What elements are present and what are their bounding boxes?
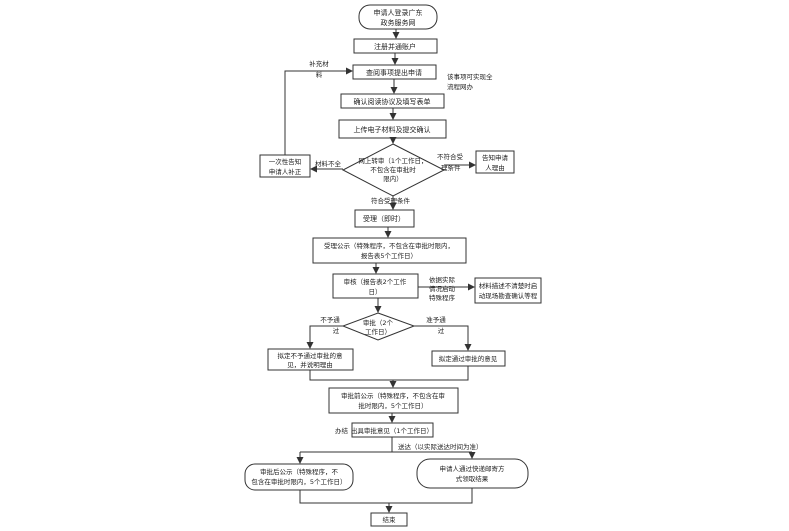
arrow-approval-reject: [306, 325, 343, 349]
online-review-line2: 不包含在审批时: [370, 165, 416, 174]
agreement-text: 确认阅读协议及填写表单: [354, 97, 431, 106]
draft-reject-line1: 拟定不予通过审批的意: [278, 351, 344, 360]
label-parallel-line2: 流程网办: [447, 82, 474, 91]
register-text: 注册并通账户: [374, 42, 416, 51]
start-node: [358, 4, 438, 30]
post-notice-box: [244, 463, 354, 491]
site-check-line1: 材料描述不清楚时启: [479, 281, 538, 290]
start-node-line2: 政务服务网: [381, 18, 416, 27]
pre-notice-line2: 批时限内，5个工作日）: [358, 401, 427, 410]
merge-mail: [389, 488, 473, 504]
merge-approve: [393, 366, 469, 381]
site-check-box: [474, 277, 542, 304]
label-parallel-line1: 该事项可实现全: [447, 72, 493, 81]
mail-line2: 式领取结果: [456, 474, 489, 483]
label-supplement-line2: 料: [316, 70, 323, 79]
pre-notice-box: [328, 387, 459, 414]
approval-line1: 审批（2个: [363, 318, 394, 327]
label-meet: 符合受理条件: [371, 196, 411, 205]
accept-text: 受理（即时）: [363, 214, 405, 223]
end-text: 结束: [383, 515, 397, 524]
label-reject-line2: 过: [333, 326, 340, 335]
label-site-basis-line3: 特殊程序: [429, 293, 456, 302]
label-not-meet-line1: 不符合受: [437, 152, 464, 161]
accept-notice-line1: 受理公示（特殊程序，不包含在审批时限内，: [324, 241, 454, 250]
label-site-basis-line2: 情况启动: [429, 284, 456, 293]
notify-reason-box: [475, 150, 515, 174]
online-review-line3: 限内）: [383, 174, 403, 183]
accept-box: [354, 209, 415, 228]
site-check-line2: 动现场勘查确认等程: [479, 291, 538, 300]
label-reject-line1: 不予通: [320, 315, 340, 324]
label-supplement-line1: 补充材: [309, 59, 329, 68]
accept-notice-line2: 报告表5个工作日）: [361, 251, 417, 260]
accept-notice-box: [312, 237, 467, 264]
approval-line2: 工作日）: [365, 327, 391, 336]
audit-line2: 日）: [369, 288, 382, 296]
post-notice-line1: 审批后公示（特殊程序，不: [260, 467, 339, 476]
audit-line1: 审核（报告表2个工作: [344, 277, 407, 286]
notify-supplement-line1: 一次性告知: [269, 157, 302, 166]
label-incomplete: 材料不全: [315, 159, 342, 168]
label-approve-line2: 过: [438, 326, 445, 335]
label-approve-line1: 准予通: [426, 315, 446, 324]
upload-text: 上传电子材料及提交确认: [354, 125, 431, 134]
label-not-meet-line2: 理条件: [441, 163, 461, 172]
mail-box: [416, 458, 529, 489]
consult-text: 查阅事项提出申请: [366, 68, 422, 77]
label-handle: 办结: [335, 426, 349, 435]
draft-approve-text: 拟定通过审批的意见: [439, 354, 498, 363]
label-site-basis-line1: 依据实际: [429, 275, 456, 284]
online-review-line1: 网上转审（1个工作日，: [358, 156, 427, 165]
notify-reason-line2: 人理由: [485, 163, 505, 172]
notify-reason-line1: 告知申请: [482, 153, 509, 162]
mail-line1: 申请人通过快递邮寄方: [440, 464, 506, 473]
post-notice-line2: 包含在审批时限内，5个工作日）: [251, 477, 346, 486]
merge-reject: [309, 370, 393, 381]
audit-box: [332, 273, 419, 299]
approval-decision: [341, 312, 416, 341]
draft-reject-line2: 见，并说明理由: [287, 360, 333, 369]
issue-text: 出具审批意见（1个工作日）: [351, 426, 433, 435]
arrow-supplement-loop: [284, 67, 353, 155]
merge-postnotice: [299, 490, 389, 504]
arrow-approval-approve: [414, 325, 472, 351]
label-delivery: 送达（以实际送达时间为准）: [398, 442, 483, 451]
notify-supplement-line2: 申请人补正: [269, 167, 302, 176]
start-node-line1: 申请人登录广东: [374, 8, 423, 17]
end-node: [370, 512, 408, 527]
pre-notice-line1: 审批前公示（特殊程序，不包含在审: [341, 391, 445, 400]
